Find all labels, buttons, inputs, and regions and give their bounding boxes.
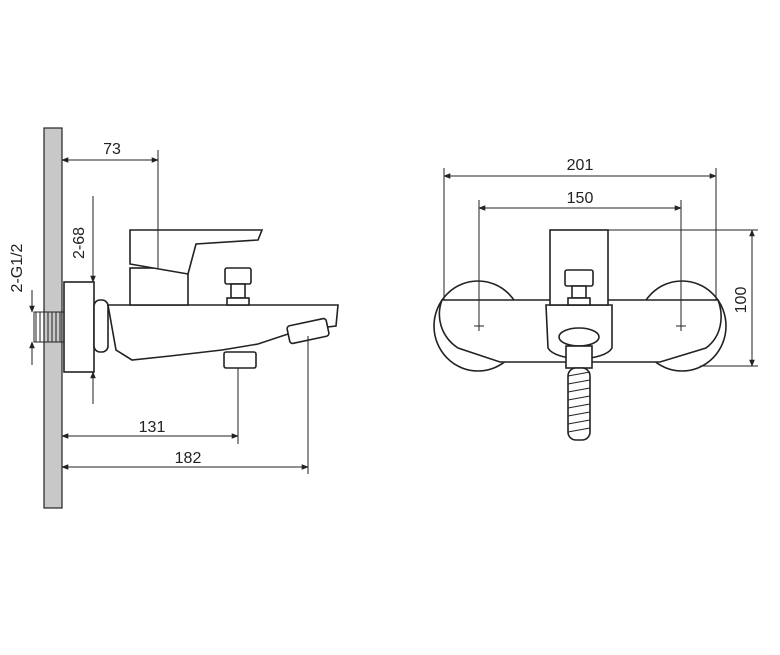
shower-outlet	[558, 327, 600, 347]
dimension-thread: 2-G1/2	[9, 243, 35, 365]
cartridge-housing	[129, 267, 189, 306]
dimension-201: 201	[443, 157, 717, 300]
label-201: 201	[567, 157, 594, 174]
dimension-150: 150	[478, 190, 682, 326]
label-2-68: 2-68	[71, 227, 88, 259]
eccentric-nut	[93, 299, 109, 353]
front-diverter-knob	[564, 269, 594, 306]
diverter-outlet	[223, 351, 257, 369]
wall-flange	[63, 281, 95, 373]
label-thread: 2-G1/2	[9, 243, 26, 292]
dimension-73: 73	[61, 141, 159, 268]
dimension-mount-height: 2-68	[71, 196, 96, 404]
wall	[43, 127, 63, 509]
dimension-182: 182	[61, 336, 309, 474]
hose-nut	[565, 345, 593, 369]
label-182: 182	[175, 450, 202, 467]
shower-hose	[567, 367, 591, 441]
mixer-body	[107, 304, 339, 361]
diverter-knob	[224, 267, 252, 306]
dimension-100: 100	[608, 229, 758, 367]
label-73: 73	[103, 141, 121, 158]
side-view: 73 131 182 2-G1/2 2-68	[9, 127, 339, 509]
front-view: 201 150 100	[433, 157, 758, 441]
label-100: 100	[733, 287, 750, 314]
dimension-131: 131	[61, 368, 239, 444]
lever-handle	[129, 229, 264, 275]
spout-outlet	[286, 317, 330, 345]
label-131: 131	[139, 419, 166, 436]
label-150: 150	[567, 190, 594, 207]
